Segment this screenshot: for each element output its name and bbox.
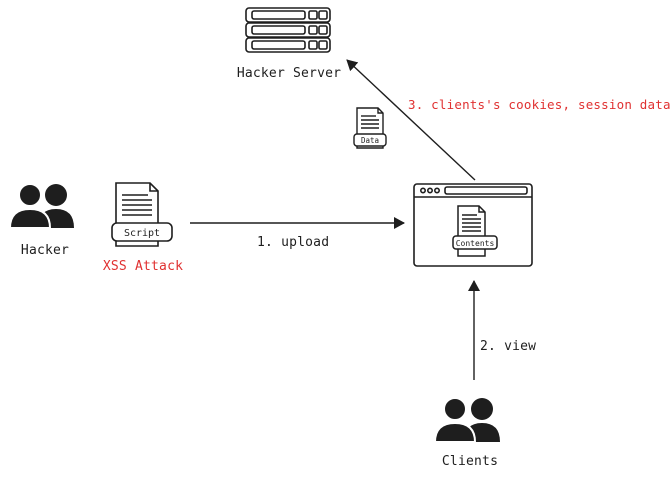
clients-label: Clients [441,454,499,469]
data-document-icon [353,107,387,149]
xss-diagram-canvas: Script Data [8,7,671,469]
xss-attack-label: XSS Attack [102,259,184,274]
diagram-shapes: Script Data [8,7,533,443]
data-doc-label: Data [361,136,379,145]
exfiltrate-label: 3. clients's cookies, session data [408,97,671,112]
hacker-server-label: Hacker Server [236,66,342,81]
script-doc-label: Script [124,228,160,239]
hacker-label: Hacker [20,243,70,258]
contents-document-icon [452,205,498,257]
contents-doc-label: Contents [456,239,495,248]
hacker-users-icon [8,183,74,229]
script-document-icon [111,182,173,247]
clients-users-icon [433,397,500,443]
server-stack-icon [245,7,331,53]
upload-label: 1. upload [257,235,330,250]
exfiltrate-arrow [346,59,476,181]
view-label: 2. view [480,339,537,354]
